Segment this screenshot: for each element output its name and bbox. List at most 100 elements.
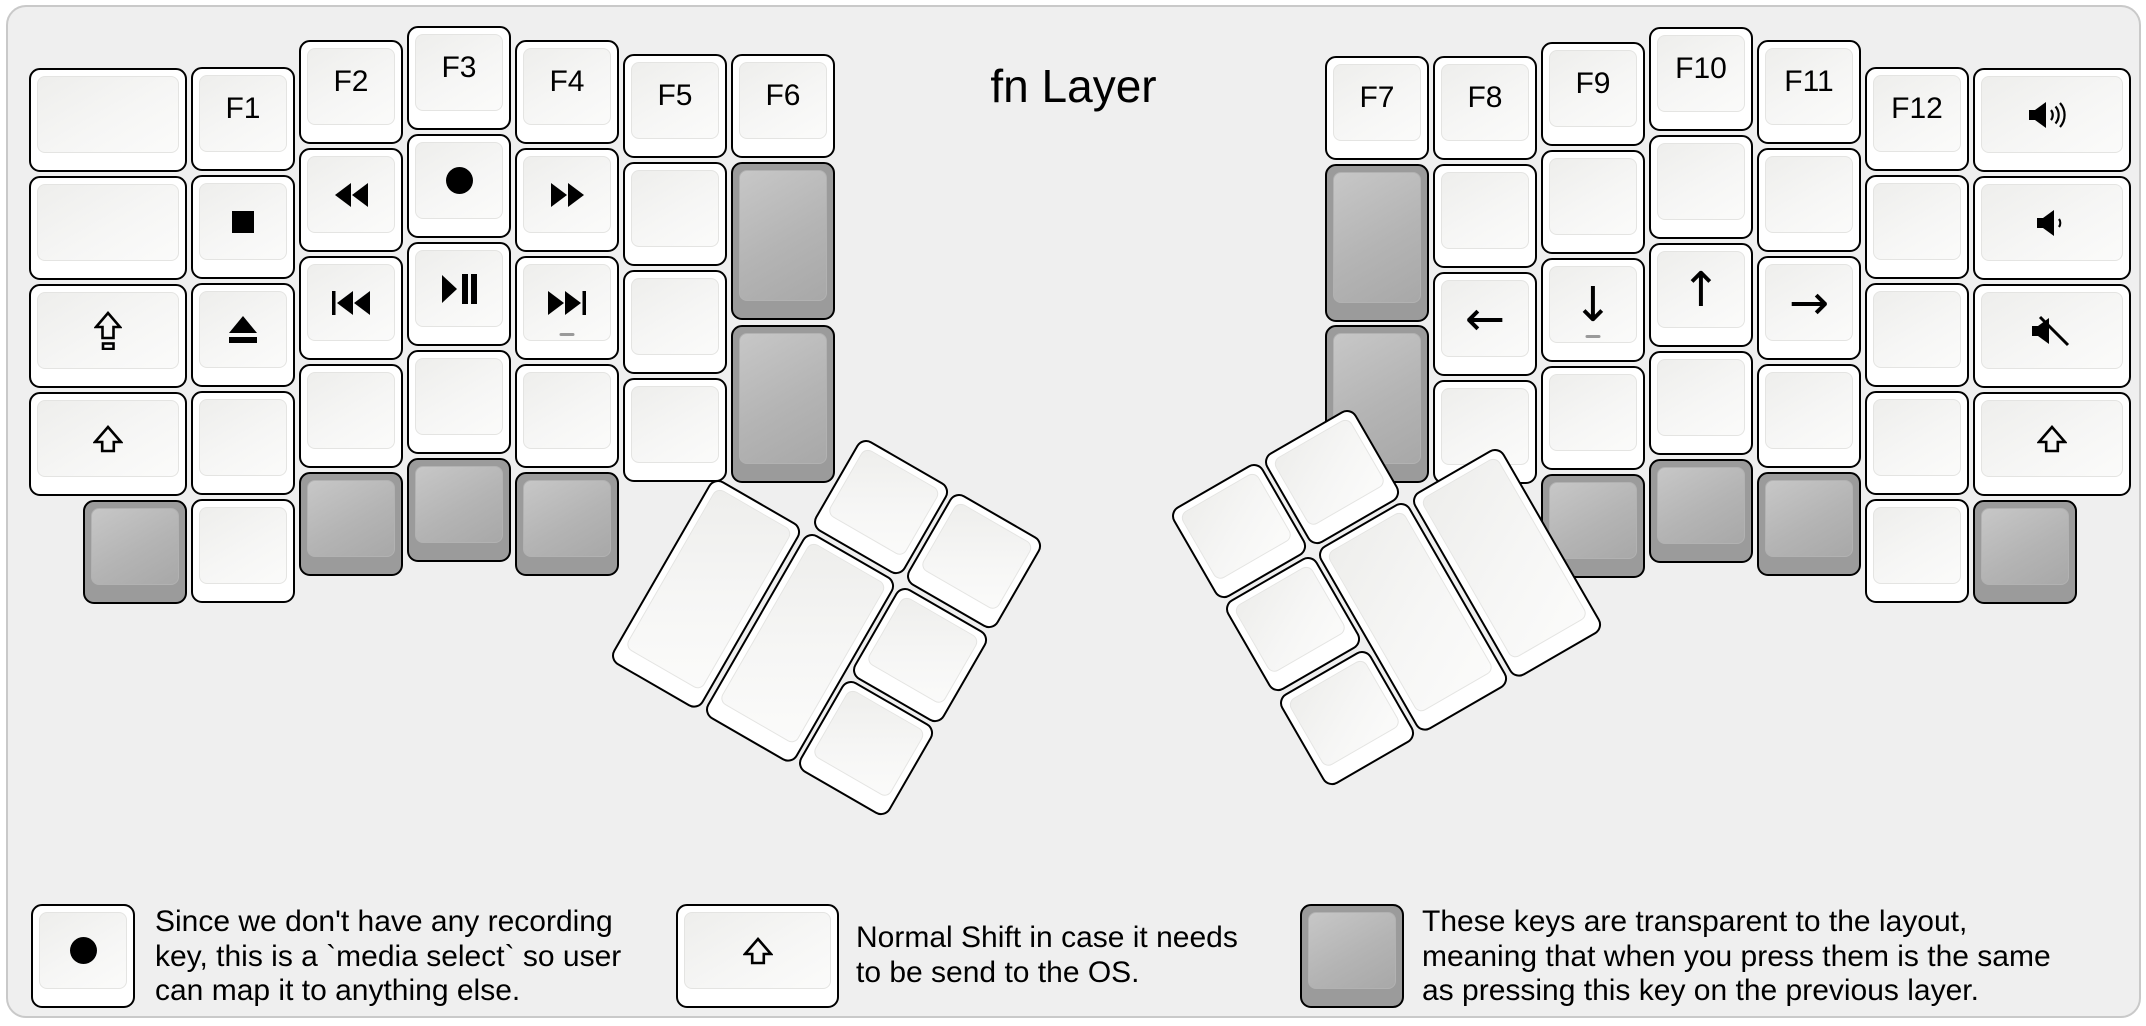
legend-record-key <box>31 904 135 1008</box>
key-blank <box>29 68 187 172</box>
keycap-surface: → <box>1765 264 1853 341</box>
key-label: F3 <box>441 51 477 84</box>
keycap-surface: F1 <box>199 75 287 152</box>
arrow-left-icon: ← <box>1464 290 1506 347</box>
key-label: F7 <box>1359 81 1395 114</box>
key-f12: F12 <box>1865 67 1969 171</box>
key-label: F6 <box>765 79 801 112</box>
keycap-surface <box>1981 76 2123 153</box>
keycap-surface <box>1981 508 2069 585</box>
keycap-surface <box>631 170 719 247</box>
key-transparent <box>731 325 835 483</box>
key-label: F5 <box>657 79 693 112</box>
key-prev-track <box>299 256 403 360</box>
key-blank <box>1865 283 1969 387</box>
key-blank <box>623 162 727 266</box>
legend-record-text: Since we don't have any recording key, t… <box>155 905 622 1007</box>
key-blank <box>299 364 403 468</box>
keycap-surface <box>523 264 611 341</box>
keycap-surface: F12 <box>1873 75 1961 152</box>
key-blank <box>1649 135 1753 239</box>
key-blank <box>1757 148 1861 252</box>
keycap-surface <box>1873 507 1961 584</box>
homing-bar <box>559 332 575 336</box>
keycap-surface <box>199 291 287 368</box>
key-arrow-down: ↓ <box>1541 258 1645 362</box>
keycap-surface <box>1765 156 1853 233</box>
eject-icon <box>228 315 258 344</box>
keycap-surface <box>199 399 287 476</box>
keycap-surface <box>1657 359 1745 436</box>
keycap-surface <box>37 400 179 477</box>
keycap-surface <box>415 142 503 219</box>
key-blank <box>1649 351 1753 455</box>
key-play-pause <box>407 242 511 346</box>
keycap-surface <box>1765 372 1853 449</box>
volume-up-icon <box>2029 100 2075 130</box>
keycap-surface: ↓ <box>1549 266 1637 343</box>
keycap-surface <box>631 386 719 463</box>
key-label: F8 <box>1467 81 1503 114</box>
key-shift-right <box>1973 392 2131 496</box>
key-eject <box>191 283 295 387</box>
key-label: F11 <box>1784 65 1834 98</box>
keycap-surface <box>523 480 611 557</box>
keycap-surface <box>684 912 831 989</box>
record-icon <box>69 937 97 964</box>
keycap-surface <box>37 184 179 261</box>
keycap-surface: F9 <box>1549 50 1637 127</box>
key-blank <box>407 350 511 454</box>
key-f9: F9 <box>1541 42 1645 146</box>
key-blank <box>29 176 187 280</box>
key-rewind <box>299 148 403 252</box>
key-f5: F5 <box>623 54 727 158</box>
keycap-surface <box>1981 184 2123 261</box>
legend-shift-text: Normal Shift in case it needs to be send… <box>856 921 1238 989</box>
keycap-surface <box>1308 912 1396 989</box>
keycap-surface <box>739 170 827 301</box>
key-caps-lock <box>29 284 187 388</box>
keycap-surface <box>1765 480 1853 557</box>
keycap-surface <box>1657 143 1745 220</box>
key-arrow-right: → <box>1757 256 1861 360</box>
key-transparent <box>1649 459 1753 563</box>
key-blank <box>1865 499 1969 603</box>
keycap-surface: ↑ <box>1657 251 1745 328</box>
shift-icon <box>2037 424 2067 453</box>
keycap-surface <box>307 480 395 557</box>
key-blank <box>1541 366 1645 470</box>
arrow-right-icon: → <box>1788 274 1830 331</box>
record-icon <box>445 167 473 194</box>
legend-shift-key <box>676 904 839 1008</box>
key-blank <box>1541 150 1645 254</box>
keycap-surface: ← <box>1441 280 1529 357</box>
keycap-surface <box>1981 400 2123 477</box>
keycap-surface <box>631 278 719 355</box>
keycap-surface: F3 <box>415 34 503 111</box>
keycap-surface: F7 <box>1333 64 1421 141</box>
shift-icon <box>742 936 773 965</box>
key-blank <box>1865 175 1969 279</box>
next-track-icon <box>548 290 586 315</box>
key-stop <box>191 175 295 279</box>
keycap-surface <box>37 292 179 369</box>
keycap-surface <box>37 76 179 153</box>
key-f1: F1 <box>191 67 295 171</box>
keycap-surface: F4 <box>523 48 611 125</box>
play-pause-icon <box>441 273 477 304</box>
keycap-surface <box>1873 183 1961 260</box>
legend-transparent-key <box>1300 904 1404 1008</box>
keycap-surface: F5 <box>631 62 719 139</box>
keycap-surface <box>1441 172 1529 249</box>
keycap-surface <box>415 466 503 543</box>
key-transparent <box>83 500 187 604</box>
key-label: F12 <box>1891 92 1943 125</box>
keycap-surface <box>1178 470 1294 582</box>
keycap-surface <box>307 372 395 449</box>
keycap-surface: F10 <box>1657 35 1745 112</box>
key-f8: F8 <box>1433 56 1537 160</box>
rewind-icon <box>334 182 368 207</box>
keycap-surface: F2 <box>307 48 395 125</box>
